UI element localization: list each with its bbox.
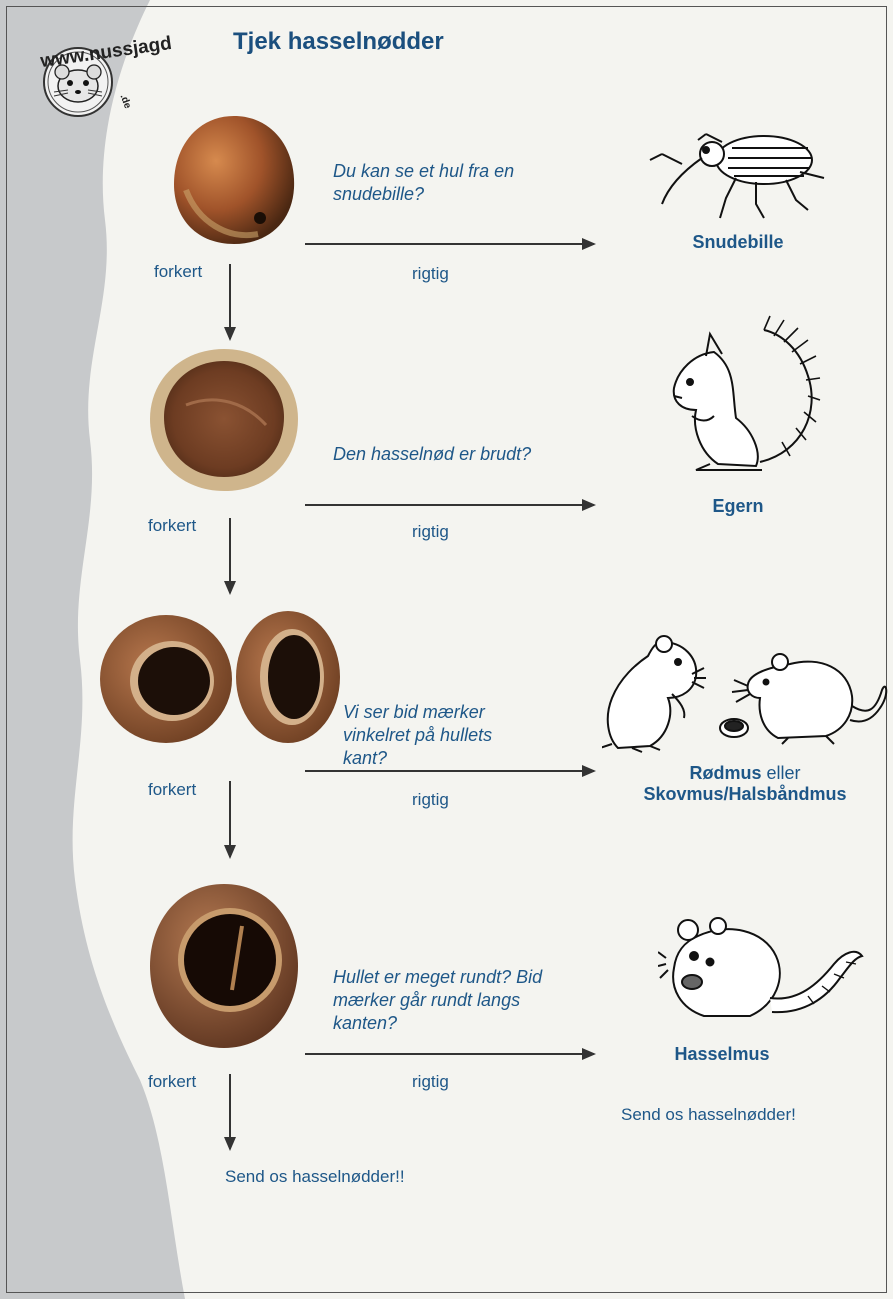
animal-label-3-join: eller — [767, 763, 801, 783]
broken-nut — [146, 345, 302, 495]
gnawed-nut-pair — [96, 607, 342, 749]
yes-label-2: rigtig — [412, 522, 449, 542]
weevil-icon — [636, 114, 832, 226]
no-label-3: forkert — [148, 780, 196, 800]
animal-label-1: Snudebille — [660, 232, 816, 253]
no-label-4: forkert — [148, 1072, 196, 1092]
dormouse-nut — [146, 880, 302, 1052]
weevil-hole-nut — [168, 112, 300, 248]
yes-label-4: rigtig — [412, 1072, 449, 1092]
final-send-text: Send os hasselnødder!! — [225, 1167, 405, 1187]
no-label-1: forkert — [154, 262, 202, 282]
animal-label-3: Rødmus eller Skovmus/Halsbåndmus — [610, 763, 880, 805]
question-2: Den hasselnød er brudt? — [333, 443, 573, 466]
animal-label-3b: Skovmus/Halsbåndmus — [643, 784, 846, 804]
field-mouse-icon — [602, 632, 706, 756]
question-3: Vi ser bid mærker vinkelret på hullets k… — [343, 701, 513, 770]
yes-label-3: rigtig — [412, 790, 449, 810]
animal-label-4: Hasselmus — [644, 1044, 800, 1065]
send-nuts-text: Send os hasselnødder! — [621, 1105, 796, 1125]
no-label-2: forkert — [148, 516, 196, 536]
animal-label-3a: Rødmus — [689, 763, 761, 783]
squirrel-icon — [652, 312, 822, 484]
animal-label-2: Egern — [660, 496, 816, 517]
yes-label-1: rigtig — [412, 264, 449, 284]
dormouse-icon — [658, 912, 864, 1028]
question-4: Hullet er meget rundt? Bid mærker går ru… — [333, 966, 543, 1035]
bank-vole-icon — [718, 650, 892, 746]
question-1: Du kan se et hul fra en snudebille? — [333, 160, 563, 206]
